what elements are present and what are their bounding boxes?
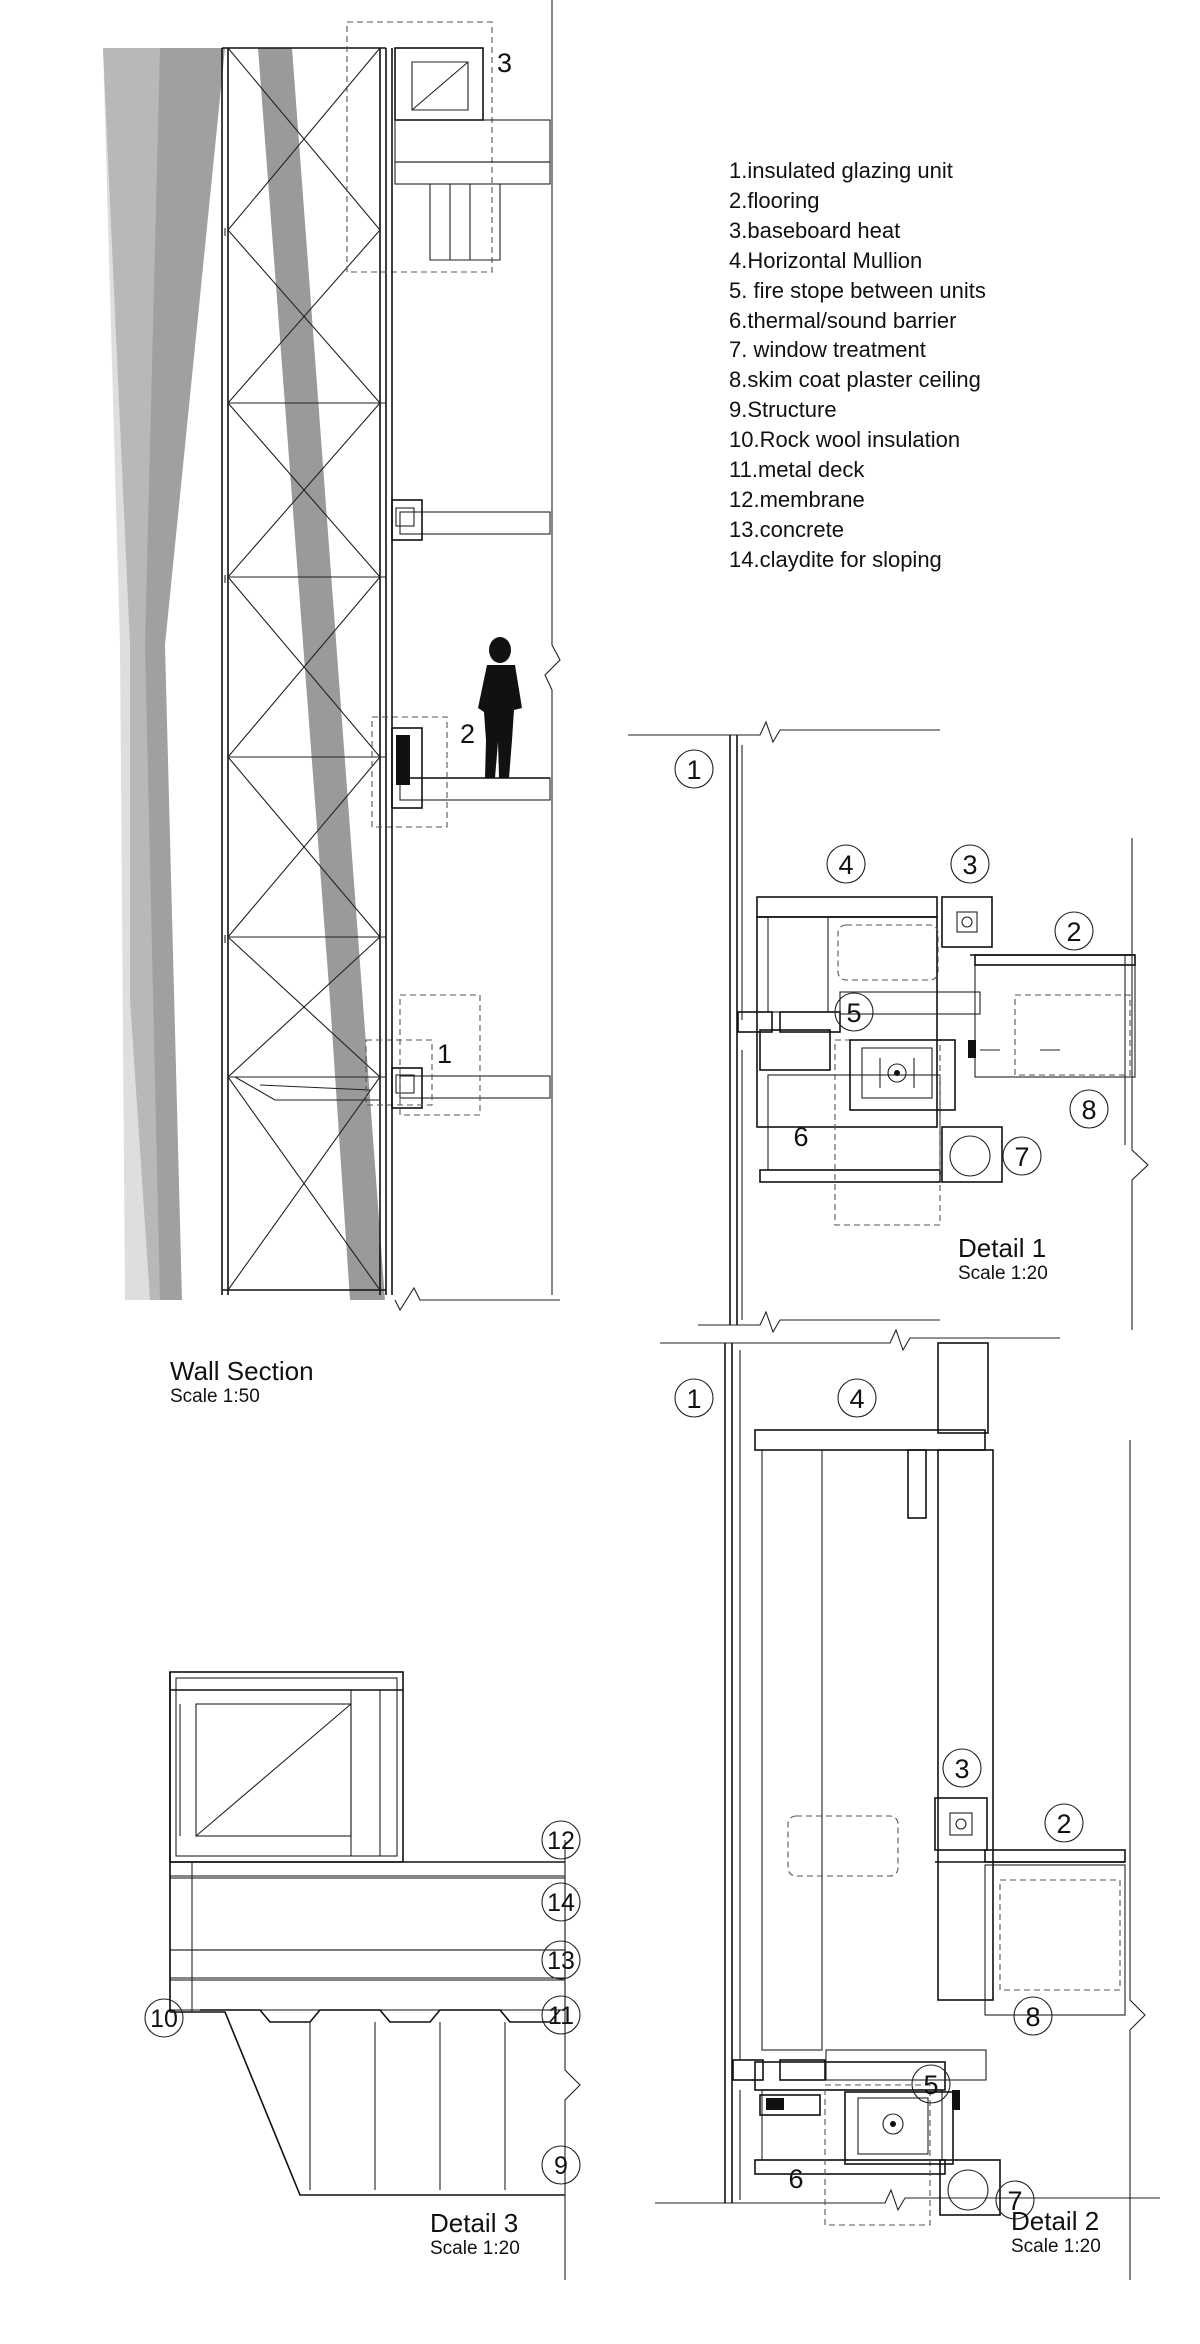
legend-item: 7. window treatment [729, 337, 926, 363]
detail-1-callout-6: 6 [793, 1122, 808, 1152]
detail-2-callout-1: 1 [686, 1384, 701, 1414]
wall-section-title-block: Wall Section Scale 1:50 [170, 1356, 314, 1408]
detail-3-callout-13: 13 [547, 1947, 575, 1975]
detail-3-title: Detail 3 [430, 2208, 519, 2238]
legend-item: 11.metal deck [729, 457, 865, 483]
detail-1-callout-2: 2 [1066, 917, 1081, 947]
detail-1-callout-4: 4 [838, 850, 853, 880]
detail-3-scale: Scale 1:20 [430, 2238, 520, 2259]
detail-3-callout-10: 10 [150, 2005, 178, 2033]
legend-item: 8.skim coat plaster ceiling [729, 367, 981, 393]
wall-section-callout-2: 2 [460, 719, 475, 749]
detail-3-callout-11: 11 [548, 2002, 574, 2030]
wall-section-scale: Scale 1:50 [170, 1386, 260, 1407]
wall-section-callout-1: 1 [437, 1039, 452, 1069]
detail-2-callout-5: 5 [923, 2070, 938, 2100]
legend-item: 4.Horizontal Mullion [729, 247, 923, 273]
detail-1-scale: Scale 1:20 [958, 1263, 1048, 1284]
detail-1-title: Detail 1 [958, 1233, 1047, 1263]
legend-item: 9.Structure [729, 397, 837, 423]
detail-2-scale: Scale 1:20 [1011, 2236, 1101, 2257]
detail-2-drawing: 1 2 3 4 5 6 7 8 [655, 1328, 1160, 2280]
detail-3-callout-14: 14 [547, 1889, 575, 1917]
detail-1-callout-5: 5 [846, 998, 861, 1028]
wall-section-callout-3: 3 [497, 48, 512, 78]
detail-3-drawing: 12 14 13 11 10 9 [144, 1671, 581, 2280]
legend-item: 10.Rock wool insulation [729, 427, 961, 453]
legend-item: 12.membrane [729, 486, 865, 512]
detail-2-title: Detail 2 [1011, 2206, 1100, 2236]
wall-section-drawing: 3 2 1 [103, 0, 561, 1312]
detail-2-title-block: Detail 2 Scale 1:20 [1011, 2206, 1101, 2258]
detail-1-callout-8: 8 [1081, 1095, 1096, 1125]
detail-3-callout-9: 9 [554, 2152, 568, 2180]
legend-item: 2.flooring [729, 187, 820, 213]
detail-2-callout-7: 7 [1007, 2186, 1022, 2216]
person-silhouette-icon [478, 637, 522, 778]
legend-item: 14.claydite for sloping [729, 546, 942, 572]
detail-2-callout-2: 2 [1056, 1809, 1071, 1839]
detail-3-callout-12: 12 [547, 1827, 575, 1855]
wall-section-title: Wall Section [170, 1356, 314, 1386]
detail-2-callout-4: 4 [849, 1384, 864, 1414]
detail-1-title-block: Detail 1 Scale 1:20 [958, 1233, 1048, 1285]
material-legend: 1.insulated glazing unit 2.flooring 3.ba… [729, 156, 986, 575]
legend-item: 5. fire stope between units [729, 277, 986, 303]
detail-1-callout-7: 7 [1014, 1142, 1029, 1172]
detail-1-drawing: 1 2 3 4 5 6 7 8 [628, 720, 1149, 1334]
detail-1-callout-3: 3 [962, 850, 977, 880]
legend-item: 6.thermal/sound barrier [729, 307, 957, 333]
detail-3-title-block: Detail 3 Scale 1:20 [430, 2208, 520, 2260]
inner-glass-band [258, 48, 385, 1300]
detail-1-callout-1: 1 [686, 755, 701, 785]
legend-item: 13.concrete [729, 516, 844, 542]
detail-2-callout-3: 3 [954, 1754, 969, 1784]
detail-2-callout-8: 8 [1025, 2002, 1040, 2032]
detail-2-callout-6: 6 [788, 2164, 803, 2194]
legend-item: 3.baseboard heat [729, 217, 901, 243]
legend-item: 1.insulated glazing unit [729, 158, 953, 183]
